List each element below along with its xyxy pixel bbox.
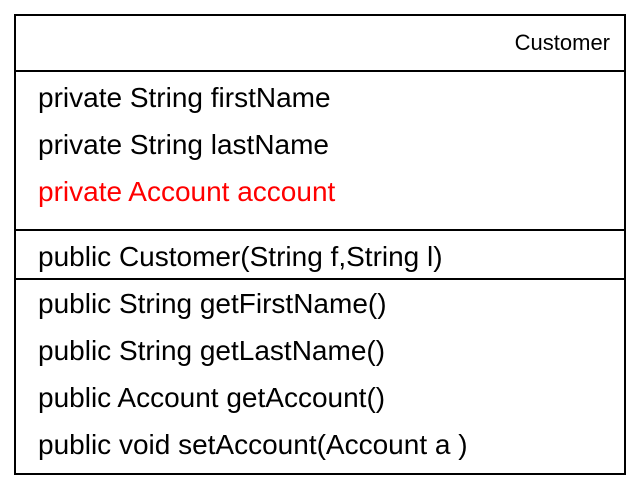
method-get-first-name: public String getFirstName() bbox=[38, 288, 387, 319]
class-name: Customer bbox=[514, 30, 610, 55]
method-get-last-name: public String getLastName() bbox=[38, 335, 386, 366]
methods-section: public String getFirstName() public Stri… bbox=[16, 280, 624, 473]
attribute-account: private Account account bbox=[38, 176, 336, 207]
constructor-section: public Customer(String f,String l) bbox=[16, 231, 624, 280]
method-set-account: public void setAccount(Account a ) bbox=[38, 429, 468, 460]
attribute-first-name: private String firstName bbox=[38, 82, 331, 113]
uml-class-box: Customer private String firstName privat… bbox=[14, 14, 626, 475]
class-name-section: Customer bbox=[16, 16, 624, 72]
attribute-last-name: private String lastName bbox=[38, 129, 330, 160]
method-get-account: public Account getAccount() bbox=[38, 382, 386, 413]
constructor-customer: public Customer(String f,String l) bbox=[38, 241, 443, 272]
attributes-section: private String firstName private String … bbox=[16, 72, 624, 231]
